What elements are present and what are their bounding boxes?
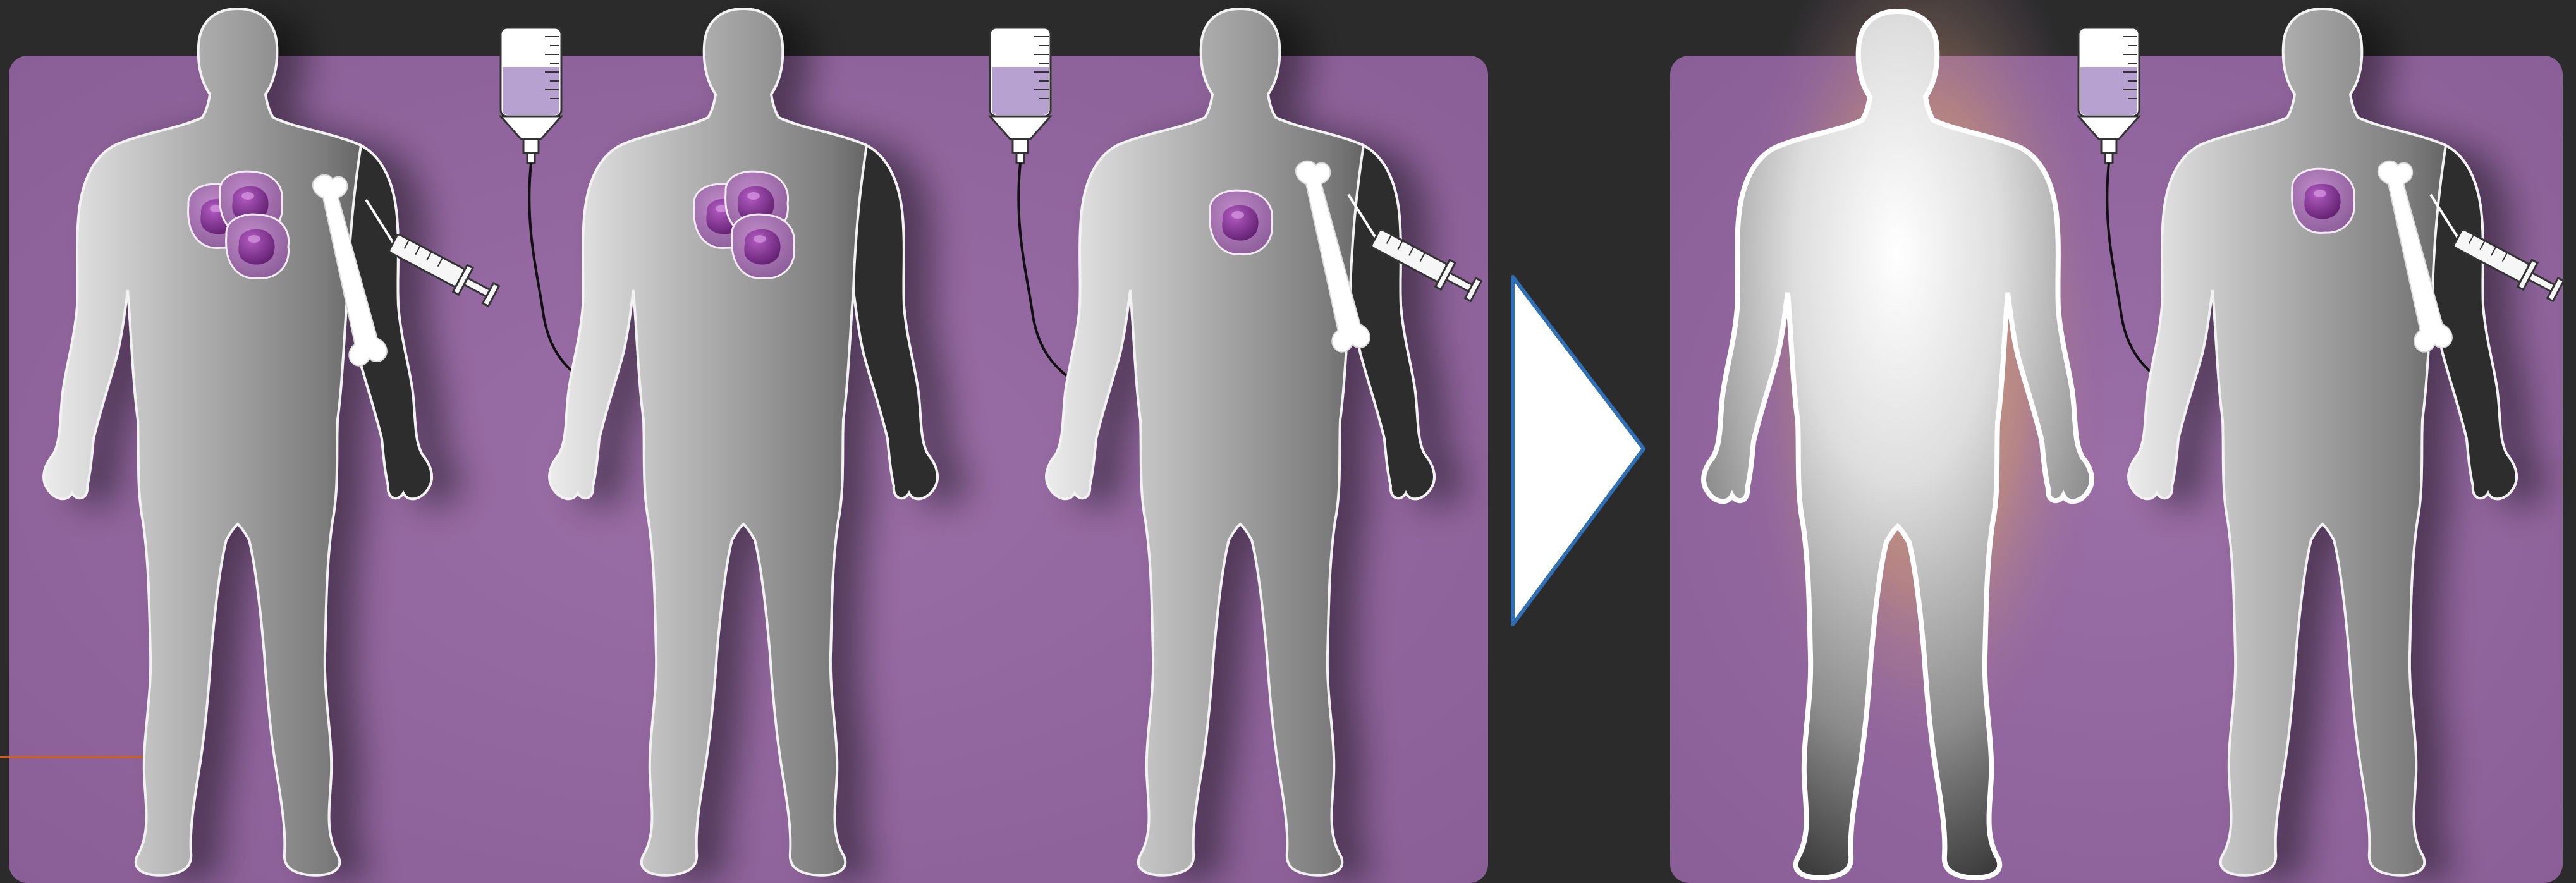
tumor-cell [226,214,289,278]
tumor-cell [732,214,795,278]
tumor-cell [2292,169,2355,233]
tumor-cell [1210,190,1273,254]
